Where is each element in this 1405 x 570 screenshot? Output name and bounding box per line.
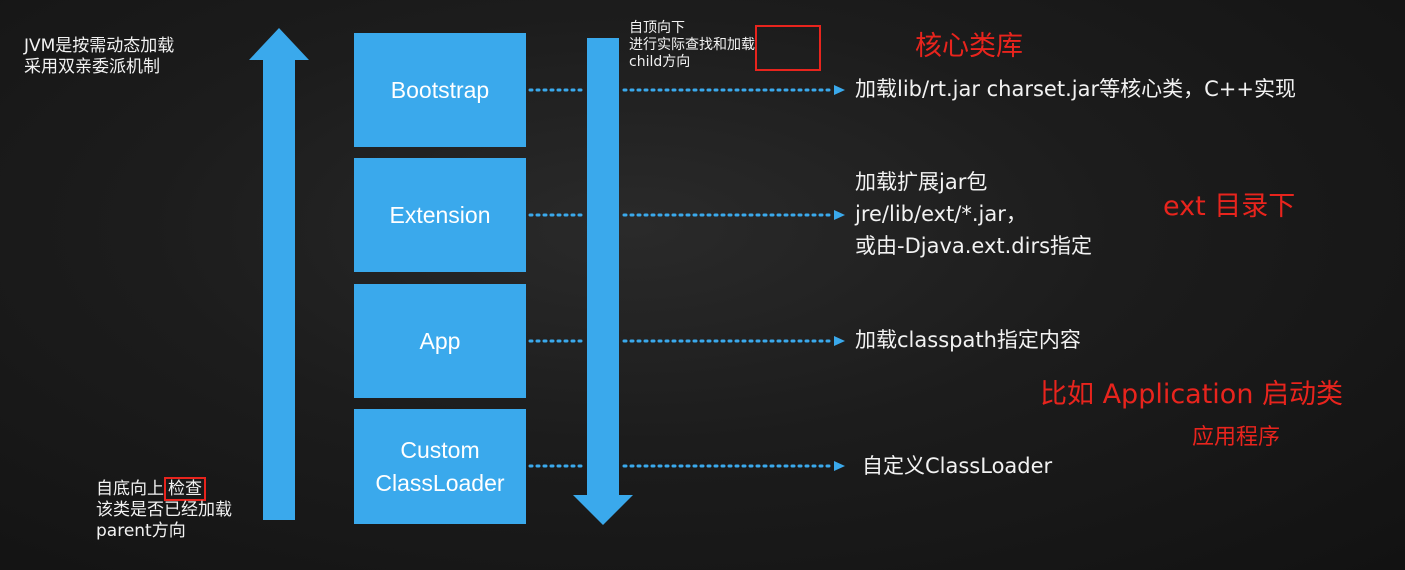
loader-app-label: App xyxy=(419,327,461,354)
desc-extension-line2: jre/lib/ext/*.jar， xyxy=(855,202,1027,226)
left-note-line2: 采用双亲委派机制 xyxy=(24,57,160,77)
loader-app: App xyxy=(354,284,526,398)
arrowhead-custom xyxy=(834,461,845,471)
desc-extension: 加载扩展jar包 jre/lib/ext/*.jar， 或由-Djava.ext… xyxy=(855,166,1092,262)
down-arrow xyxy=(573,38,633,525)
loader-extension: Extension xyxy=(354,158,526,272)
bottom-note: 自底向上检查 该类是否已经加载 parent方向 xyxy=(96,477,232,542)
desc-bootstrap: 加载lib/rt.jar charset.jar等核心类，C++实现 xyxy=(855,77,1296,101)
desc-custom: 自定义ClassLoader xyxy=(862,454,1053,478)
desc-extension-line3: 或由-Djava.ext.dirs指定 xyxy=(855,234,1093,258)
top-note: 自顶向下 进行实际查找和加载 child方向 xyxy=(629,20,755,71)
annotation-core: 核心类库 xyxy=(915,31,1023,62)
loader-custom-label-line1: Custom xyxy=(400,436,480,463)
loader-custom: Custom ClassLoader xyxy=(354,409,526,524)
left-note: JVM是按需动态加载 采用双亲委派机制 xyxy=(24,36,174,78)
top-note-text: 进行实际查找和 xyxy=(629,37,727,53)
left-note-line1: JVM是按需动态加载 xyxy=(24,36,175,56)
annotation-ext: ext 目录下 xyxy=(1163,191,1296,222)
arrowhead-extension xyxy=(834,210,845,220)
bottom-note-line2: 该类是否已经加载 xyxy=(96,500,232,520)
bottom-note-line1: 自底向上检查 xyxy=(96,477,232,501)
desc-extension-line1: 加载扩展jar包 xyxy=(855,170,988,194)
annotation-app-example: 比如 Application 启动类 xyxy=(1040,379,1344,410)
loader-bootstrap-label: Bootstrap xyxy=(390,76,490,103)
top-note-line3: child方向 xyxy=(629,54,691,70)
top-note-line2: 进行实际查找和加载 xyxy=(629,37,755,54)
loader-extension-label: Extension xyxy=(389,201,491,228)
load-highlight: 加载 xyxy=(727,37,755,53)
bottom-note-line3: parent方向 xyxy=(96,521,186,541)
check-highlight: 检查 xyxy=(164,477,206,501)
load-highlight-frame xyxy=(755,25,821,71)
arrowhead-app xyxy=(834,336,845,346)
desc-app: 加载classpath指定内容 xyxy=(855,328,1081,352)
loader-custom-label-line2: ClassLoader xyxy=(375,469,505,496)
loader-bootstrap: Bootstrap xyxy=(354,33,526,147)
bottom-note-text: 自底向上 xyxy=(96,479,164,499)
top-note-line1: 自顶向下 xyxy=(629,20,685,36)
annotation-app-program: 应用程序 xyxy=(1192,425,1281,450)
arrowhead-bootstrap xyxy=(834,85,845,95)
up-arrow xyxy=(249,28,309,520)
